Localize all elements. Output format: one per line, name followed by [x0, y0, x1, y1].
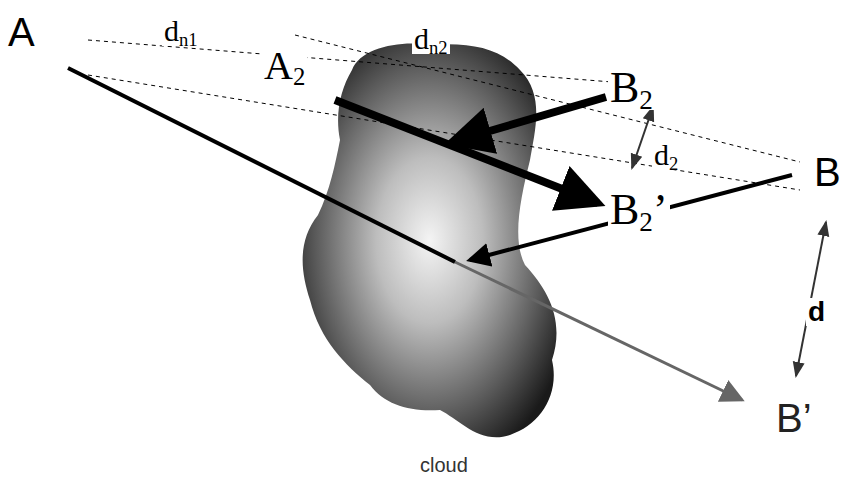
point-label: B2 — [608, 66, 655, 110]
point-label: B’ — [774, 398, 814, 438]
distance-label: dn1 — [162, 16, 200, 46]
distance-label: dn2 — [412, 24, 450, 54]
point-label: B — [812, 152, 843, 192]
cloud-label: cloud — [418, 455, 470, 475]
distance-label: d2 — [652, 140, 680, 170]
point-label: A2 — [262, 46, 307, 86]
distance-label: d — [806, 298, 827, 326]
point-label: B2’ — [608, 188, 670, 232]
point-label: A — [6, 12, 37, 52]
